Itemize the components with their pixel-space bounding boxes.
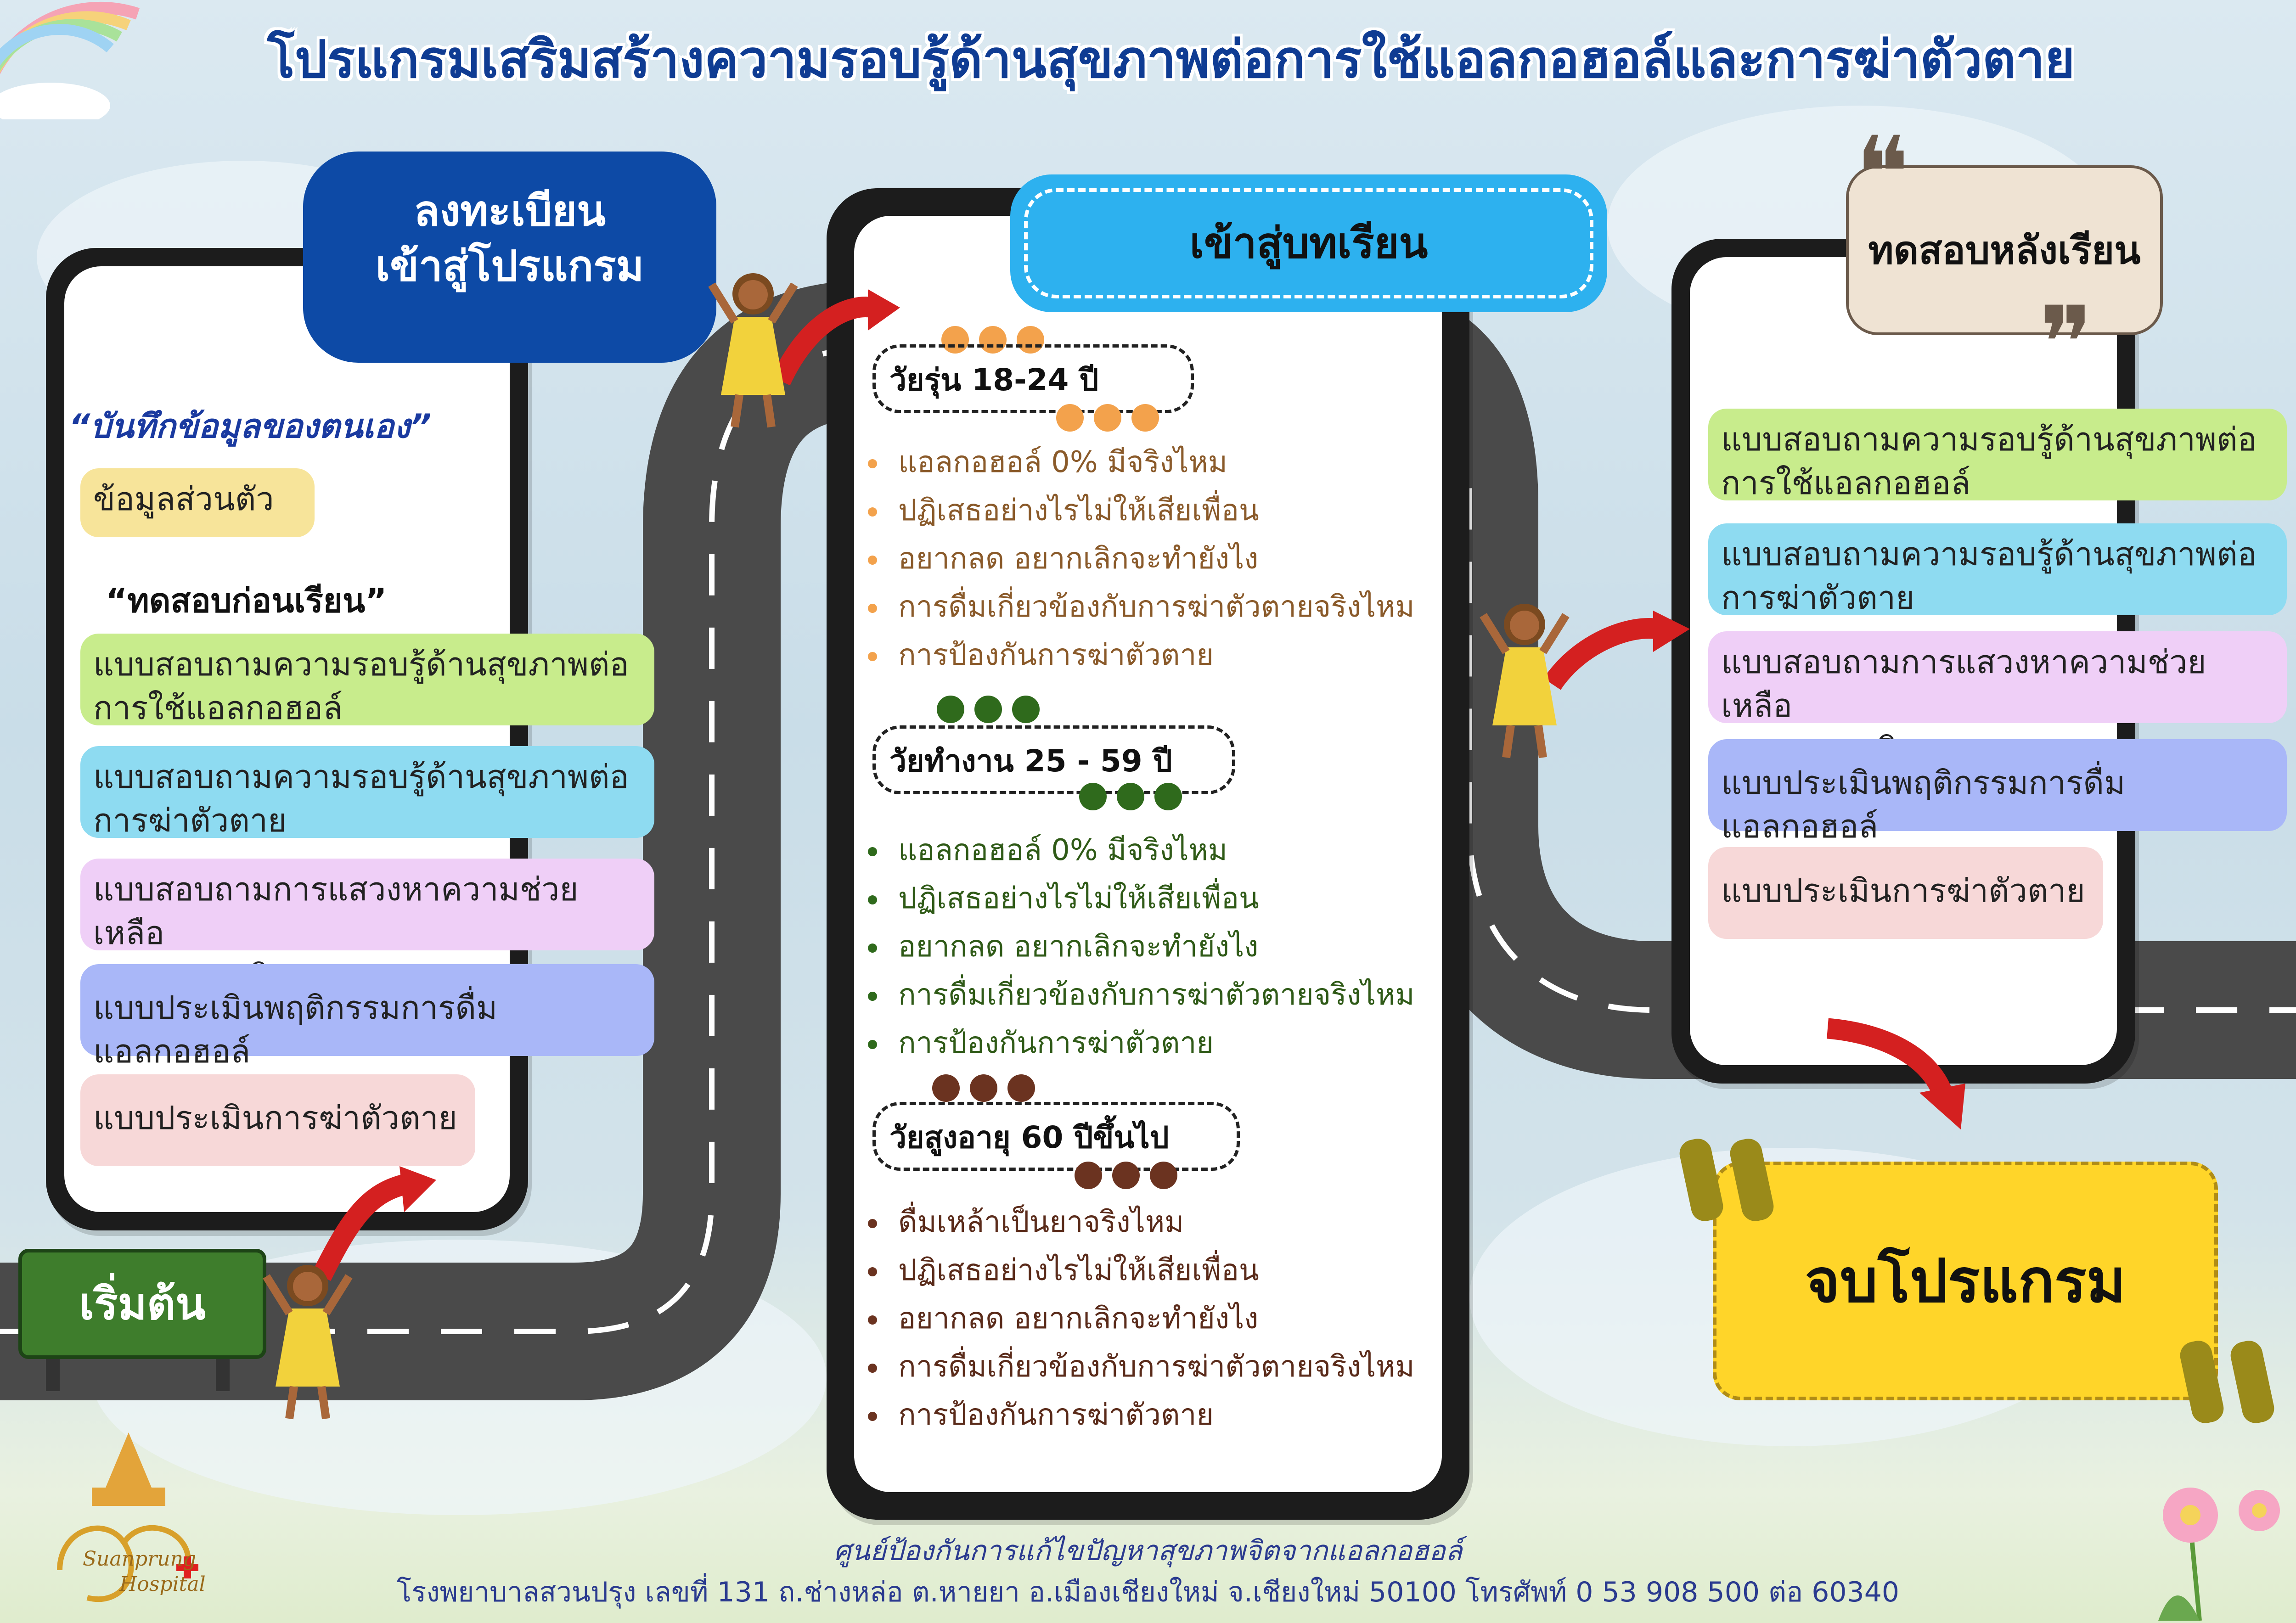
pretest-item[interactable]: แบบสอบถามความรอบรู้ด้านสุขภาพต่อการฆ่าตั… [80,746,654,839]
dots-teen [941,326,1044,354]
rainbow-icon [0,1,140,119]
dots-teen [1056,404,1159,432]
lesson-item[interactable]: ปฏิเสธอย่างไรไม่ให้เสียเพื่อน [868,1247,1259,1293]
item-line: แบบประเมินการฆ่าตัวตาย [1721,872,2085,910]
lesson-text: ปฏิเสธอย่างไรไม่ให้เสียเพื่อน [898,1253,1259,1287]
lesson-text: ปฏิเสธอย่างไรไม่ให้เสียเพื่อน [898,882,1259,915]
lesson-text: แอลกอฮอล์ 0% มีจริงไหม [898,833,1227,867]
dots-elder [932,1074,1035,1102]
girl-figure-icon [1480,604,1570,758]
item-line: แบบประเมินการฆ่าตัวตาย [93,1099,457,1137]
item-line: การฆ่าตัวตาย [93,801,287,839]
lesson-text: การป้องกันการฆ่าตัวตาย [898,1026,1214,1060]
lesson-text: การป้องกันการฆ่าตัวตาย [898,638,1214,672]
pretest-item[interactable]: แบบประเมินการฆ่าตัวตาย [80,1074,475,1166]
lesson-text: การดื่มเกี่ยวข้องกับการฆ่าตัวตายจริงไหม [898,590,1415,624]
item-line: การใช้แอลกอฮอล์ [93,689,343,727]
dots-elder [1075,1162,1177,1189]
lesson-item[interactable]: การดื่มเกี่ยวข้องกับการฆ่าตัวตายจริงไหม [868,1343,1414,1390]
sign-post [46,1359,60,1391]
lesson-item[interactable]: การป้องกันการฆ่าตัวตาย [868,1019,1214,1066]
pretest-item[interactable]: แบบประเมินพฤติกรรมการดื่มแอลกอฮอล์ [80,964,654,1070]
posttest-header: ทดสอบหลังเรียน [1846,165,2163,335]
personal-info[interactable]: ข้อมูลส่วนตัว [80,468,315,537]
logo-line1: Suanprung [83,1547,197,1571]
footer-address: โรงพยาบาลสวนปรุง เลขที่ 131 ถ.ช่างหล่อ ต… [396,1576,1900,1608]
lesson-item[interactable]: อยากลด อยากเลิกจะทำยังไง [868,535,1258,582]
hospital-logo-icon [57,1432,198,1602]
posttest-item[interactable]: แบบสอบถามความรอบรู้ด้านสุขภาพต่อการใช้แอ… [1708,409,2287,502]
lesson-text: อยากลด อยากเลิกจะทำยังไง [898,930,1259,964]
lessons-header: เข้าสู่บทเรียน [1010,174,1607,312]
lesson-item[interactable]: ดื่มเหล้าเป็นยาจริงไหม [868,1198,1184,1245]
start-sign: เริ่มต้น [18,1249,266,1359]
lesson-text: อยากลด อยากเลิกจะทำยังไง [898,542,1259,576]
posttest-item[interactable]: แบบประเมินพฤติกรรมการดื่มแอลกอฮอล์ [1708,739,2287,845]
item-line: แบบสอบถามความรอบรู้ด้านสุขภาพต่อ [93,646,629,683]
pretest-item[interactable]: แบบสอบถามความรอบรู้ด้านสุขภาพต่อการใช้แอ… [80,634,654,727]
lesson-item[interactable]: การป้องกันการฆ่าตัวตาย [868,631,1214,678]
lesson-item[interactable]: ปฏิเสธอย่างไรไม่ให้เสียเพื่อน [868,487,1259,534]
record-label: “บันทึกข้อมูลของตนเอง” [69,407,432,445]
lesson-item[interactable]: แอลกอฮอล์ 0% มีจริงไหม [868,438,1227,485]
age-group-work: วัยทำงาน 25 - 59 ปี [872,725,1235,794]
lesson-text: การดื่มเกี่ยวข้องกับการฆ่าตัวตายจริงไหม [898,1350,1415,1384]
item-line: แบบประเมินพฤติกรรมการดื่มแอลกอฮอล์ [1721,764,2126,845]
item-line: แบบสอบถามการแสวงหาความช่วยเหลือ [93,870,579,952]
lesson-text: แอลกอฮอล์ 0% มีจริงไหม [898,445,1227,479]
lesson-text: ปฏิเสธอย่างไรไม่ให้เสียเพื่อน [898,494,1259,528]
girl-figure-icon [263,1265,353,1420]
quote-close-icon: ❞ [2039,285,2093,402]
item-line: แบบสอบถามความรอบรู้ด้านสุขภาพต่อ [1721,421,2257,458]
register-line1: ลงทะเบียน [414,186,606,236]
register-line2: เข้าสู่โปรแกรม [375,241,644,291]
pretest-label: “ทดสอบก่อนเรียน” [106,581,387,620]
lessons-header-text: เข้าสู่บทเรียน [1189,219,1428,268]
lesson-text: อยากลด อยากเลิกจะทำยังไง [898,1302,1259,1336]
page-title: โปรแกรมเสริมสร้างความรอบรู้ด้านสุขภาพต่อ… [267,30,2075,90]
quote-open-icon: ❝ [1855,115,1910,232]
flower-icon [2158,1488,2280,1621]
dots-work [937,696,1040,723]
item-line: แบบประเมินพฤติกรรมการดื่มแอลกอฮอล์ [93,989,498,1070]
age-group-elder: วัยสูงอายุ 60 ปีขึ้นไป [872,1102,1240,1171]
lesson-text: ดื่มเหล้าเป็นยาจริงไหม [898,1205,1184,1239]
dots-work [1079,783,1182,810]
footer-center: ศูนย์ป้องกันการแก้ไขปัญหาสุขภาพจิตจากแอล… [833,1535,1463,1567]
lesson-item[interactable]: อยากลด อยากเลิกจะทำยังไง [868,1295,1258,1342]
dash-border [1024,188,1593,298]
lesson-item[interactable]: แอลกอฮอล์ 0% มีจริงไหม [868,826,1227,873]
end-sign: จบโปรแกรม [1713,1162,2218,1400]
lesson-text: การดื่มเกี่ยวข้องกับการฆ่าตัวตายจริงไหม [898,978,1415,1012]
girl-figure-icon [708,273,798,428]
lesson-item[interactable]: ปฏิเสธอย่างไรไม่ให้เสียเพื่อน [868,875,1259,921]
lesson-text: การป้องกันการฆ่าตัวตาย [898,1398,1214,1432]
lesson-item[interactable]: การดื่มเกี่ยวข้องกับการฆ่าตัวตายจริงไหม [868,583,1414,630]
lesson-item[interactable]: อยากลด อยากเลิกจะทำยังไง [868,923,1258,970]
age-group-teen: วัยรุ่น 18-24 ปี [872,344,1194,413]
item-line: การใช้แอลกอฮอล์ [1721,464,1971,502]
register-bubble: ลงทะเบียน เข้าสู่โปรแกรม [303,152,716,363]
item-line: การฆ่าตัวตาย [1721,578,1915,617]
lesson-item[interactable]: การป้องกันการฆ่าตัวตาย [868,1391,1214,1438]
lesson-item[interactable]: การดื่มเกี่ยวข้องกับการฆ่าตัวตายจริงไหม [868,971,1414,1018]
posttest-item[interactable]: แบบสอบถามความรอบรู้ด้านสุขภาพต่อการฆ่าตั… [1708,523,2287,617]
sign-post [216,1359,230,1391]
item-line: แบบสอบถามความรอบรู้ด้านสุขภาพต่อ [93,758,629,796]
logo-line2: Hospital [119,1572,206,1596]
posttest-item[interactable]: แบบประเมินการฆ่าตัวตาย [1708,847,2103,939]
item-line: แบบสอบถามความรอบรู้ด้านสุขภาพต่อ [1721,535,2257,573]
item-line: แบบสอบถามการแสวงหาความช่วยเหลือ [1721,643,2206,724]
pretest-item[interactable]: แบบสอบถามการแสวงหาความช่วยเหลือทางสุขภาพ… [80,859,654,995]
